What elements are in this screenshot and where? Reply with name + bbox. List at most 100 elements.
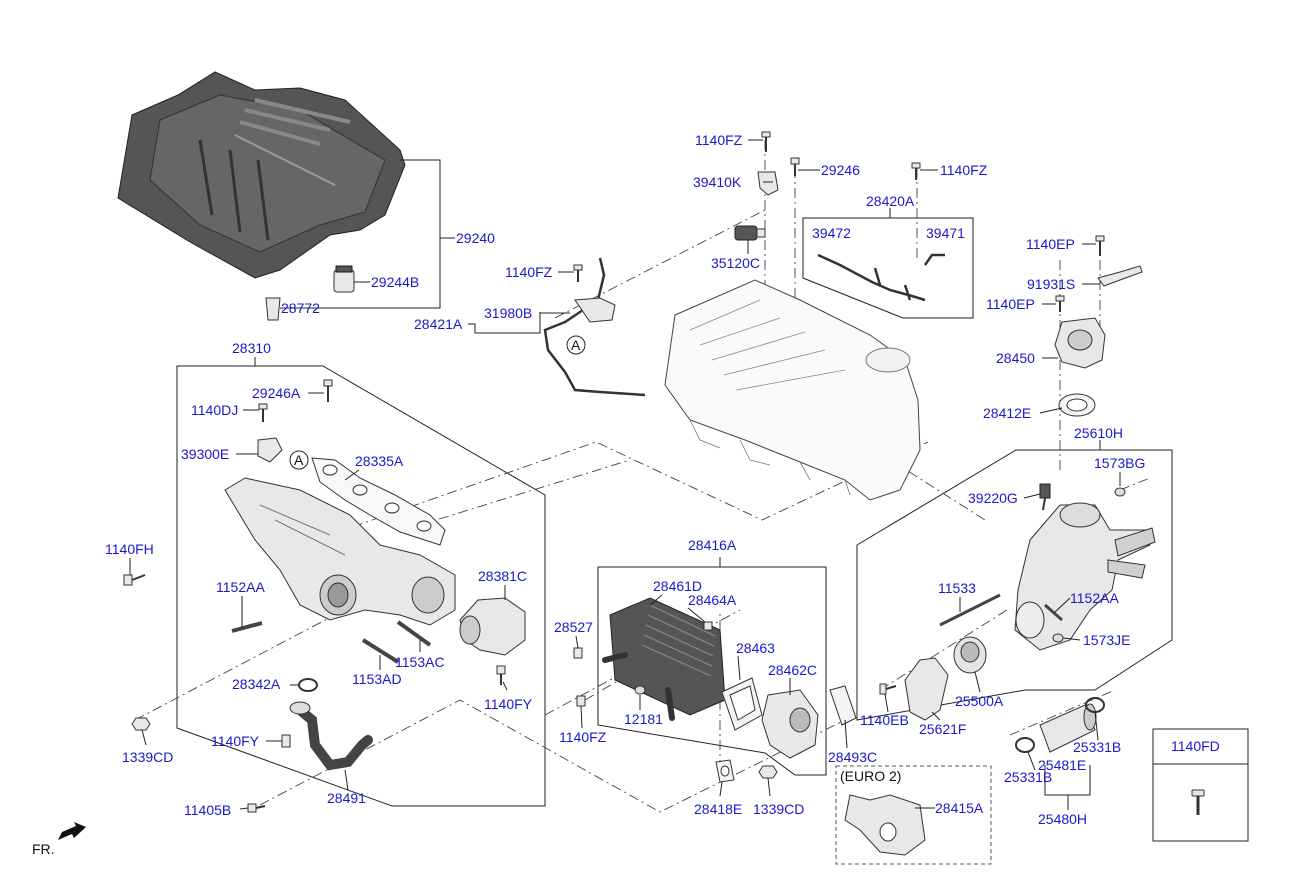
label-28464a[interactable]: 28464A	[688, 592, 737, 608]
label-1140dj[interactable]: 1140DJ	[191, 402, 238, 418]
pin-1152aa-left[interactable]	[231, 621, 263, 633]
label-25331b-right[interactable]: 25331B	[1073, 739, 1121, 755]
label-39472[interactable]: 39472	[812, 225, 851, 241]
stud-11533[interactable]	[939, 593, 1001, 627]
intake-manifold[interactable]	[224, 477, 456, 626]
bolt-1140fz-lower[interactable]	[576, 695, 586, 707]
bracket-91931s[interactable]	[1097, 265, 1143, 287]
pin-1152aa-right[interactable]	[1044, 603, 1063, 622]
label-35120c[interactable]: 35120C	[711, 255, 760, 271]
label-25481e[interactable]: 25481E	[1038, 757, 1086, 773]
bolt-1140eb[interactable]	[879, 683, 897, 695]
egr-valve-28462c[interactable]	[761, 689, 819, 759]
gasket-28412e[interactable]	[1058, 393, 1096, 417]
pipe-39472-39471[interactable]	[817, 253, 945, 302]
label-28342a[interactable]: 28342A	[232, 676, 281, 692]
bolt-1140fz-left[interactable]	[573, 264, 583, 282]
label-12181[interactable]: 12181	[624, 711, 663, 727]
label-28527[interactable]: 28527	[554, 619, 593, 635]
stud-29246[interactable]	[790, 157, 800, 176]
bolt-1140fh[interactable]	[123, 574, 146, 586]
label-1140eb[interactable]: 1140EB	[860, 712, 909, 728]
label-25500a[interactable]: 25500A	[955, 693, 1004, 709]
bolt-1140fz-top[interactable]	[761, 131, 771, 152]
bolt-11405b[interactable]	[247, 803, 266, 813]
throttle-body-28381c[interactable]	[459, 597, 526, 656]
o-ring-28342a[interactable]	[298, 678, 318, 692]
label-28421a[interactable]: 28421A	[414, 316, 463, 332]
label-1339cd-left[interactable]: 1339CD	[122, 749, 173, 765]
label-39471[interactable]: 39471	[926, 225, 965, 241]
stud-29246a[interactable]	[323, 379, 333, 402]
bolt-1140fy-right[interactable]	[496, 665, 506, 685]
label-28381c[interactable]: 28381C	[478, 568, 527, 584]
label-1140fy-left[interactable]: 1140FY	[211, 733, 260, 749]
bolt-1140fz-right[interactable]	[911, 162, 921, 180]
plug-1573je[interactable]	[1052, 633, 1064, 643]
grommet-29244b[interactable]	[333, 265, 355, 293]
water-inlet-25621f[interactable]	[904, 657, 949, 721]
egr-valve-28450[interactable]	[1054, 317, 1106, 369]
label-1152aa-right[interactable]: 1152AA	[1070, 590, 1119, 606]
label-1140fd[interactable]: 1140FD	[1171, 738, 1220, 754]
label-28461d[interactable]: 28461D	[653, 578, 702, 594]
label-28416a[interactable]: 28416A	[688, 537, 737, 553]
label-28462c[interactable]: 28462C	[768, 662, 817, 678]
gasket-28493c[interactable]	[829, 685, 857, 726]
label-1140fz-left[interactable]: 1140FZ	[505, 264, 553, 280]
label-39220g[interactable]: 39220G	[968, 490, 1018, 506]
label-1153ac[interactable]: 1153AC	[395, 654, 445, 670]
label-29246a[interactable]: 29246A	[252, 385, 301, 401]
egr-cooler-28461d[interactable]	[602, 597, 726, 721]
hose-28421a[interactable]	[543, 257, 646, 397]
label-11533[interactable]: 11533	[938, 580, 976, 596]
label-39300e[interactable]: 39300E	[181, 446, 229, 462]
label-1140fy-right[interactable]: 1140FY	[484, 696, 533, 712]
label-28418e[interactable]: 28418E	[694, 801, 742, 817]
label-29246[interactable]: 29246	[821, 162, 860, 178]
label-28463[interactable]: 28463	[736, 640, 775, 656]
label-11405b[interactable]: 11405B	[184, 802, 231, 818]
label-1140fh[interactable]: 1140FH	[105, 541, 154, 557]
engine-cover[interactable]	[117, 71, 406, 279]
clip-12181[interactable]	[634, 685, 646, 695]
label-1573bg[interactable]: 1573BG	[1094, 455, 1145, 471]
label-1339cd-right[interactable]: 1339CD	[753, 801, 804, 817]
label-28412e[interactable]: 28412E	[983, 405, 1031, 421]
label-1140ep-b[interactable]: 1140EP	[986, 296, 1035, 312]
label-25331b-left[interactable]: 25331B	[1004, 769, 1052, 785]
stud-1153ac[interactable]	[396, 620, 432, 647]
bracket-28415a[interactable]	[844, 794, 926, 856]
label-28310[interactable]: 28310	[232, 340, 271, 356]
bolt-28464a[interactable]	[703, 621, 713, 631]
label-28420a[interactable]: 28420A	[866, 193, 915, 209]
gasket-28463[interactable]	[721, 677, 763, 731]
gasket-28418e[interactable]	[715, 759, 735, 783]
label-29240[interactable]: 29240	[456, 230, 495, 246]
map-sensor-39300e[interactable]	[257, 437, 283, 463]
label-28450[interactable]: 28450	[996, 350, 1035, 366]
clamp-25331b-a[interactable]	[1015, 737, 1035, 753]
label-25621f[interactable]: 25621F	[919, 721, 966, 737]
bolt-1140fy-left[interactable]	[281, 734, 291, 748]
label-28493c[interactable]: 28493C	[828, 749, 877, 765]
bolt-1140dj[interactable]	[258, 403, 268, 422]
label-25610h[interactable]: 25610H	[1074, 425, 1123, 441]
label-1152aa-left[interactable]: 1152AA	[216, 579, 265, 595]
bolt-28527[interactable]	[573, 647, 583, 659]
label-91931s[interactable]: 91931S	[1027, 276, 1075, 292]
label-25480h[interactable]: 25480H	[1038, 811, 1087, 827]
label-39410k[interactable]: 39410K	[693, 174, 742, 190]
label-1140fz-lower[interactable]: 1140FZ	[559, 729, 607, 745]
label-28491[interactable]: 28491	[327, 790, 366, 806]
label-1573je[interactable]: 1573JE	[1083, 632, 1130, 648]
egr-pipe-28491[interactable]	[289, 701, 373, 771]
label-1140fz-right[interactable]: 1140FZ	[940, 162, 988, 178]
nut-1339cd-right[interactable]	[758, 765, 778, 779]
label-28415a[interactable]: 28415A	[935, 800, 984, 816]
grommet-28772[interactable]	[265, 297, 281, 321]
bolt-1140ep-a[interactable]	[1095, 235, 1105, 256]
plug-1573bg[interactable]	[1114, 487, 1126, 497]
label-28772[interactable]: 28772	[281, 300, 320, 316]
egr-valve-actuator-39410k[interactable]	[757, 171, 779, 196]
